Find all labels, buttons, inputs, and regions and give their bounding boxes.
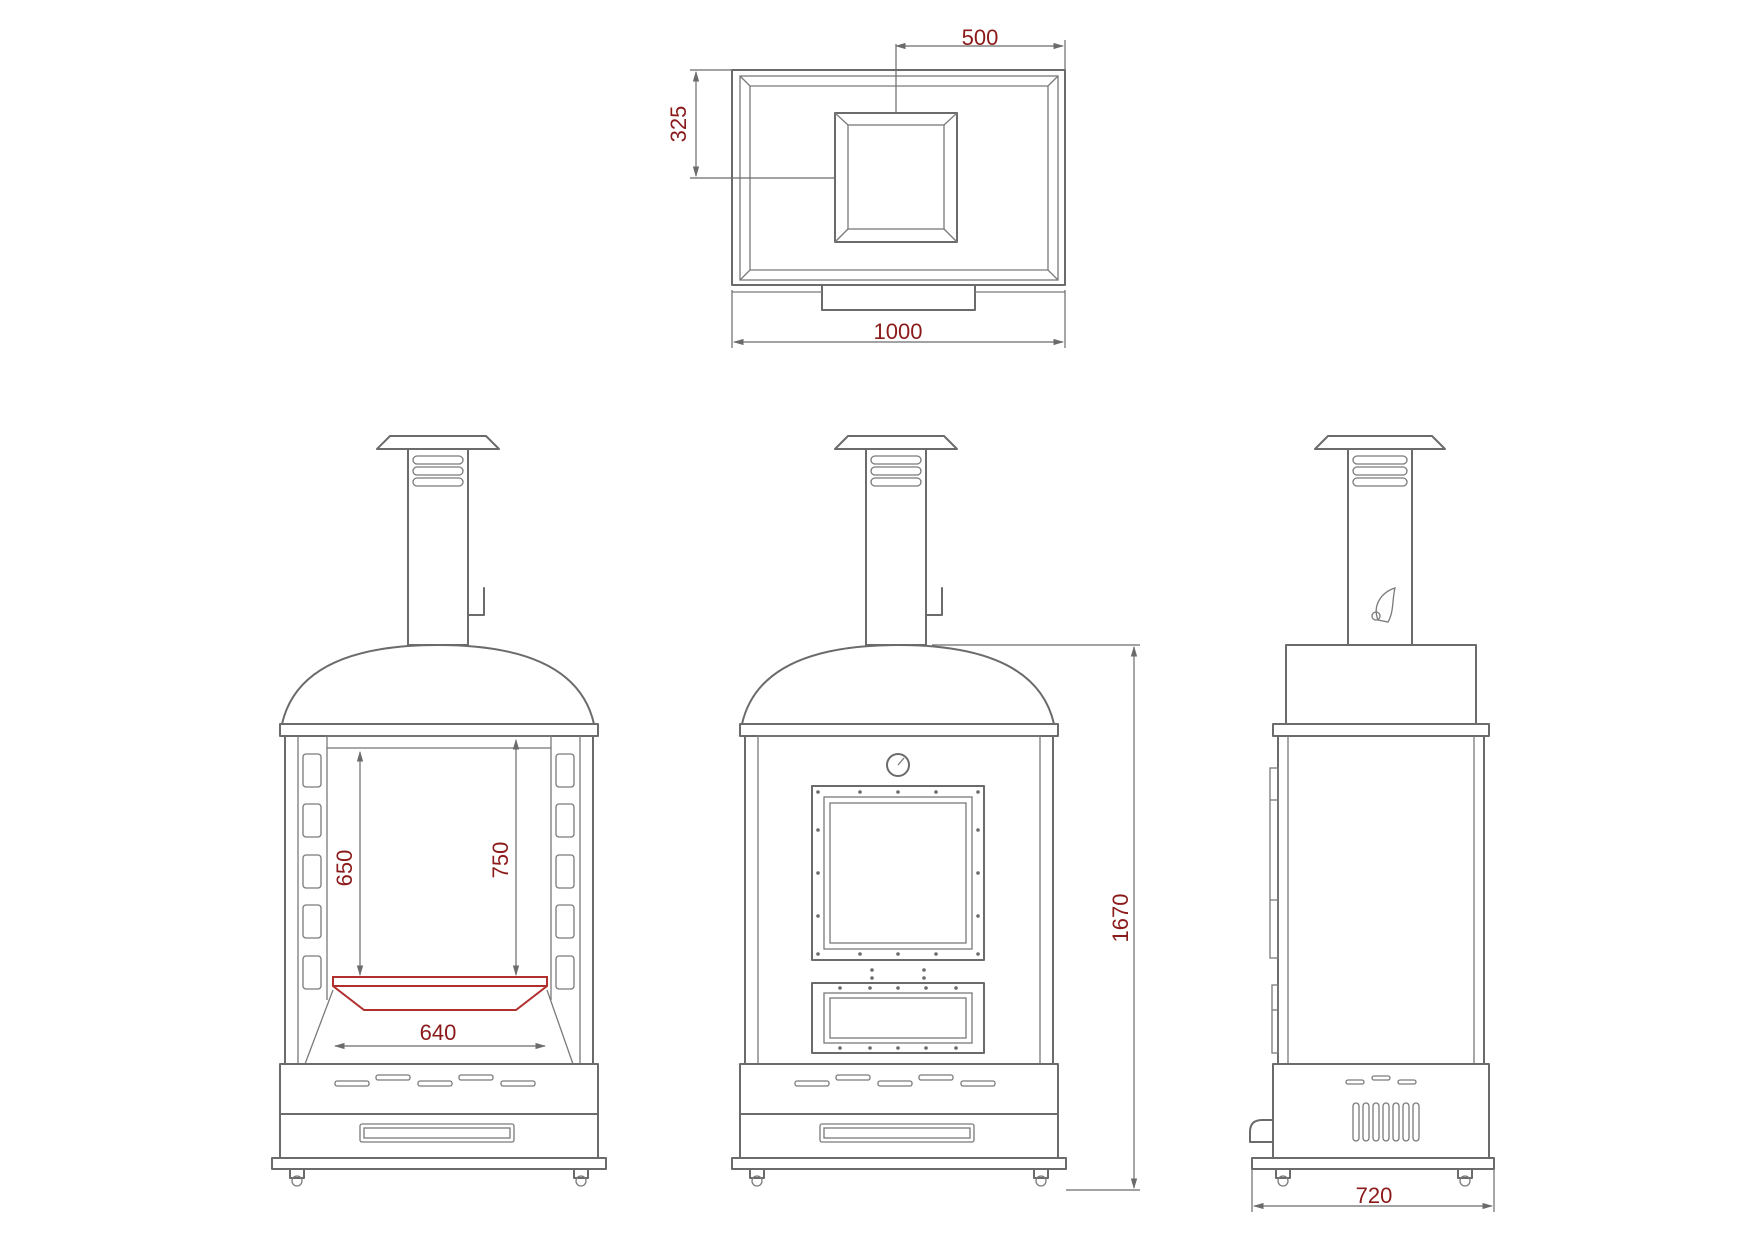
dim-flue-offset: 500 <box>962 25 999 50</box>
dim-depth: 720 <box>1356 1183 1393 1208</box>
side-view: 720 <box>1249 435 1495 1212</box>
dim-total-width: 1000 <box>874 319 923 344</box>
oven-door <box>811 785 985 961</box>
front-open-view: 650 750 640 <box>271 435 607 1187</box>
side-body <box>1277 735 1485 1065</box>
grate <box>332 976 548 1011</box>
chimney-cap <box>1314 435 1446 450</box>
top-view-front-ledge <box>821 284 976 311</box>
ash-door <box>811 982 985 1054</box>
top-view-flue <box>834 112 958 243</box>
base-upper <box>739 1063 1059 1115</box>
front-door-view: 1670 <box>731 435 1140 1191</box>
side-upper-housing <box>1285 644 1477 725</box>
chimney-cap <box>376 435 500 450</box>
side-handle <box>1249 1119 1274 1143</box>
thermometer-icon <box>886 753 910 777</box>
dim-total-height: 1670 <box>1108 894 1133 943</box>
dim-flue-depth: 325 <box>666 106 691 143</box>
chimney-cap <box>834 435 958 450</box>
damper-handle-icon <box>1375 587 1396 623</box>
fire-chamber <box>284 735 594 1065</box>
side-base <box>1272 1063 1490 1159</box>
top-view: 500 325 1000 <box>666 25 1066 348</box>
base-upper <box>279 1063 599 1115</box>
dim-chamber-height-inner: 650 <box>332 850 357 887</box>
base-drawer <box>279 1113 599 1159</box>
dome <box>741 644 1055 725</box>
dim-chamber-height-total: 750 <box>488 842 513 879</box>
dome <box>281 644 595 725</box>
dim-grate-width: 640 <box>420 1020 457 1045</box>
side-vent-grille <box>1352 1102 1420 1142</box>
base-drawer <box>739 1113 1059 1159</box>
